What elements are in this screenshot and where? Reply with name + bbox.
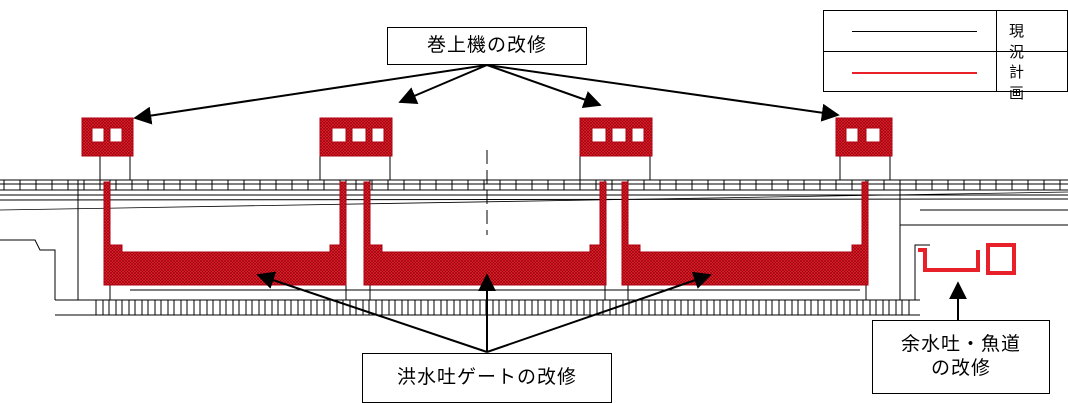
hoist-machine	[579, 117, 653, 157]
bridge-railing	[3, 180, 1061, 190]
flood-gate-leaf	[103, 181, 347, 286]
leader-arrows	[133, 64, 967, 353]
spillway-fishway	[918, 243, 1016, 275]
hoist-callout: 巻上機の改修	[387, 27, 587, 65]
legend-planned-line	[852, 72, 977, 74]
flood-gate-callout: 洪水吐ゲートの改修	[362, 353, 612, 403]
spillway-fishway-callout: 余水吐・魚道 の改修	[872, 320, 1050, 394]
flood-gate-leaf	[621, 181, 869, 286]
planned-works	[81, 117, 1016, 286]
legend: 現 況 計 画	[823, 10, 1068, 102]
legend-row-planned: 計 画	[824, 51, 1067, 102]
hoist-machine	[319, 117, 393, 157]
hoist-machine	[835, 117, 893, 157]
legend-row-existing: 現 況	[824, 11, 1067, 61]
existing-structure	[0, 150, 1068, 316]
legend-existing-label: 現 況	[1009, 22, 1039, 61]
foundation-piles	[95, 299, 910, 316]
legend-planned-label: 計 画	[1009, 63, 1039, 102]
hoist-machine	[81, 117, 134, 157]
flood-gate-leaf	[363, 181, 607, 286]
legend-existing-line	[852, 31, 977, 32]
